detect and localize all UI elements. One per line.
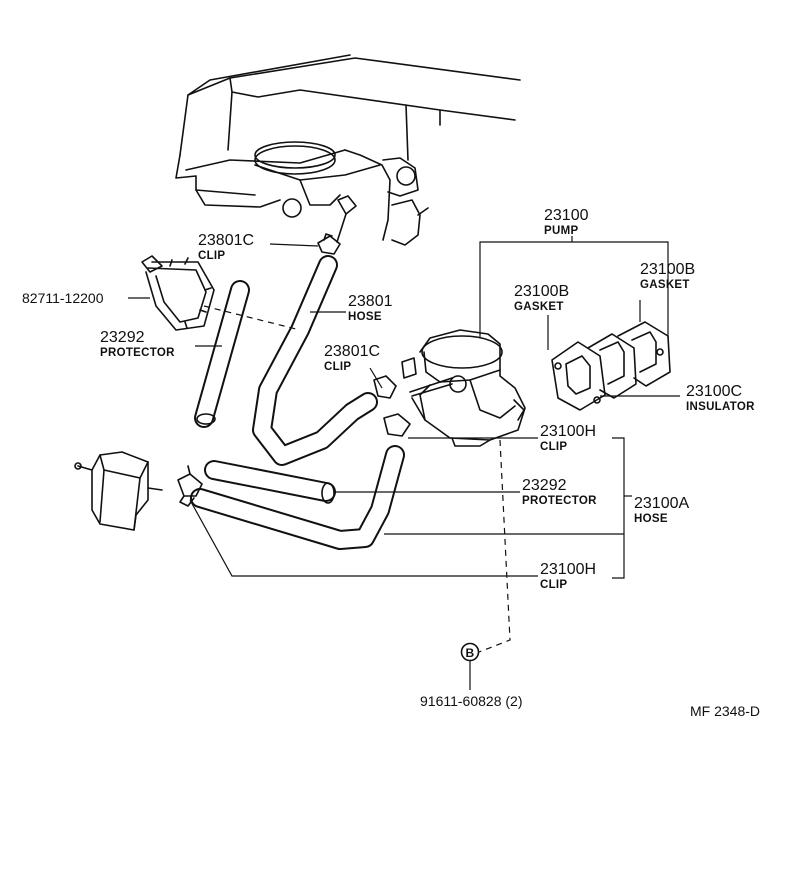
figure-reference: MF 2348-D xyxy=(690,703,760,719)
fuel-pump-drawing xyxy=(373,329,526,447)
label-hose-upper-name: HOSE xyxy=(348,311,382,323)
bolt-b-symbol: B xyxy=(460,642,480,662)
label-protector-right-number: 23292 xyxy=(522,477,567,494)
label-gasket-b-number: 23100B xyxy=(640,261,695,278)
label-protector-right-name: PROTECTOR xyxy=(522,495,597,507)
label-protector-left-number: 23292 xyxy=(100,329,145,346)
label-gasket-a-name: GASKET xyxy=(514,301,564,313)
label-gasket-a-number: 23100B xyxy=(514,283,569,300)
label-clip-top-number: 23801C xyxy=(198,232,254,249)
bolt-symbol-letter: B xyxy=(466,646,475,660)
hose-23100a-drawing xyxy=(190,445,405,550)
label-clip-h-lower-name: CLIP xyxy=(540,579,567,591)
label-hose-upper-number: 23801 xyxy=(348,293,393,310)
label-clip-h-upper-number: 23100H xyxy=(540,423,596,440)
engine-carburetor-drawing xyxy=(175,54,521,246)
label-bolt-number: 91611-60828 (2) xyxy=(420,693,522,709)
label-pump-number: 23100 xyxy=(544,207,589,224)
fuel-filter-drawing xyxy=(74,451,163,531)
gasket-insulator-drawing xyxy=(551,321,671,411)
label-pump-name: PUMP xyxy=(544,225,578,237)
label-clip-h-upper-name: CLIP xyxy=(540,441,567,453)
label-gasket-b-name: GASKET xyxy=(640,279,690,291)
label-clip-h-lower-number: 23100H xyxy=(540,561,596,578)
hose-23801-drawing xyxy=(252,255,378,466)
label-insulator-number: 23100C xyxy=(686,383,742,400)
label-hose-a-number: 23100A xyxy=(634,495,689,512)
label-protector-left-name: PROTECTOR xyxy=(100,347,175,359)
clip-23801c-top-drawing xyxy=(317,233,341,255)
label-clip-top-name: CLIP xyxy=(198,250,225,262)
label-insulator-name: INSULATOR xyxy=(686,401,755,413)
protector-left-drawing xyxy=(194,280,250,428)
leader-lines xyxy=(128,236,680,690)
label-clip-mid-number: 23801C xyxy=(324,343,380,360)
label-band-number: 82711-12200 xyxy=(22,290,104,306)
band-82711-drawing xyxy=(141,255,215,331)
label-clip-mid-name: CLIP xyxy=(324,361,351,373)
label-hose-a-name: HOSE xyxy=(634,513,668,525)
